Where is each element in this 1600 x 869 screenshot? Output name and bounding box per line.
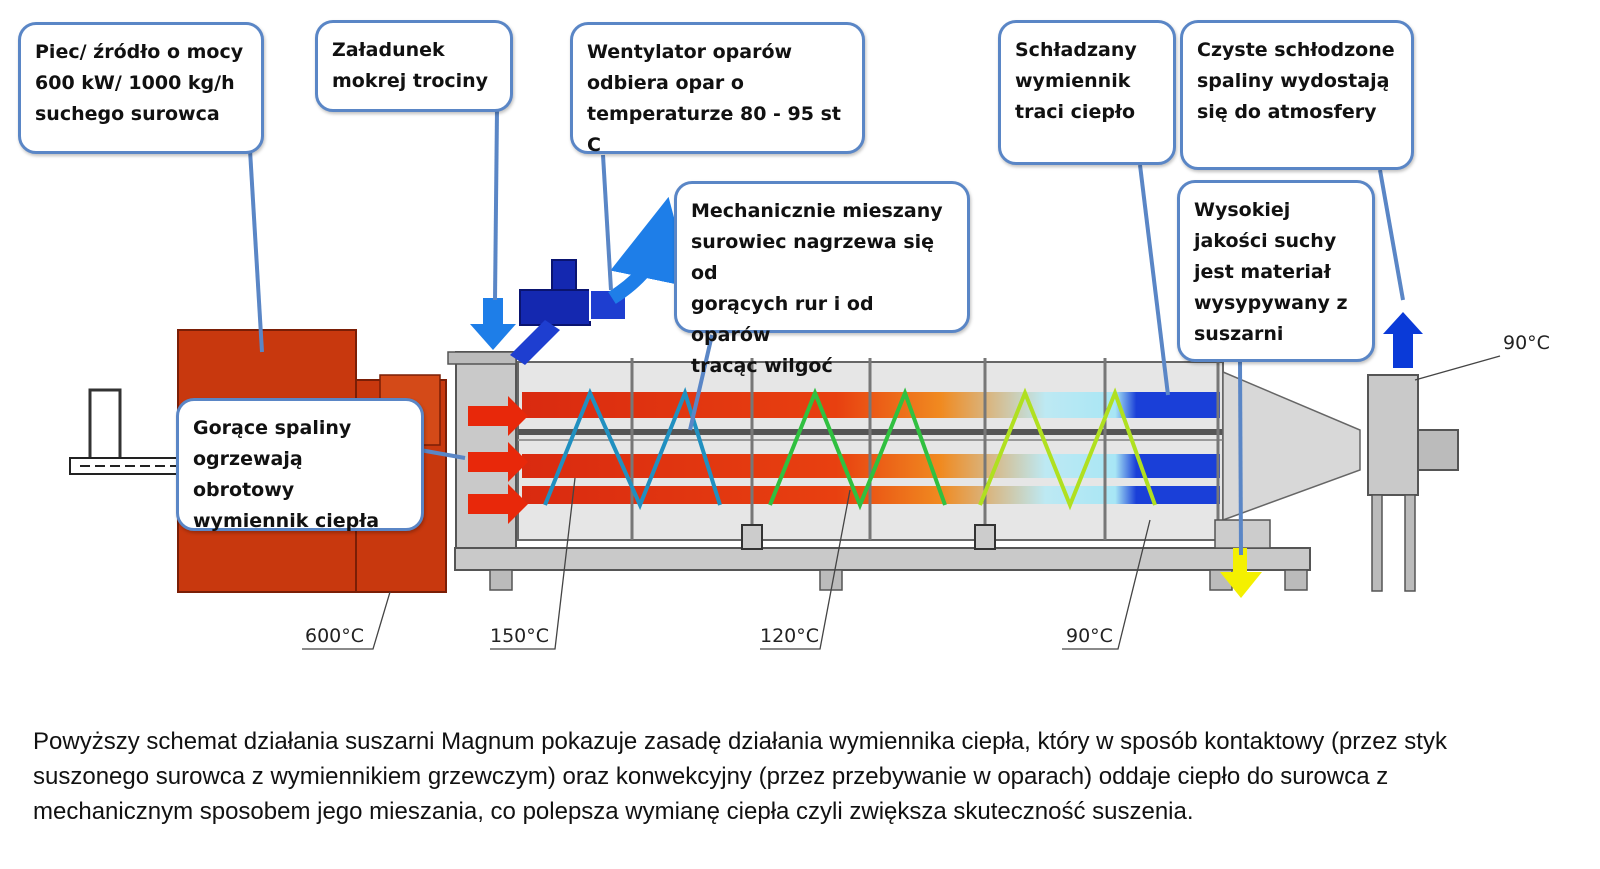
rotary-drum xyxy=(517,358,1224,550)
furnace-callout: Piec/ źródło o mocy 600 kW/ 1000 kg/h su… xyxy=(18,22,264,154)
dry-material-callout: Wysokiej jakości suchy jest materiał wys… xyxy=(1177,180,1375,362)
temp-label-600: 600°C xyxy=(305,625,365,647)
clean-exhaust-arrow xyxy=(1383,312,1423,368)
cooled-exchanger-callout: Schładzany wymiennik traci ciepło xyxy=(998,20,1176,165)
base-frame xyxy=(454,547,1311,591)
exhaust-fan xyxy=(1367,374,1459,592)
temp-label-120: 120°C xyxy=(760,625,820,647)
vapour-fan xyxy=(510,196,693,365)
mixing-path xyxy=(543,387,1157,511)
callout-pointers xyxy=(248,109,1405,556)
temp-label-90-bottom: 90°C xyxy=(1066,625,1113,647)
loading-arrow xyxy=(470,298,516,350)
outlet-cone xyxy=(1214,370,1361,549)
temperature-leaders xyxy=(302,355,1501,650)
clean-exhaust-callout: Czyste schłodzone spaliny wydostają się … xyxy=(1180,20,1414,170)
loading-callout: Załadunek mokrej trociny xyxy=(315,20,513,112)
dry-material-arrow xyxy=(1220,548,1262,598)
feed-screw xyxy=(69,388,191,475)
inlet-housing xyxy=(447,351,517,549)
hot-gases-callout: Gorące spaliny ogrzewają obrotowy wymien… xyxy=(176,398,424,532)
temp-label-90-outlet: 90°C xyxy=(1503,332,1550,354)
caption-text: Powyższy schemat działania suszarni Magn… xyxy=(33,728,1447,825)
mixing-callout: Mechanicznie mieszany surowiec nagrzewa … xyxy=(674,181,970,377)
temp-label-150: 150°C xyxy=(490,625,550,647)
hot-gas-arrows xyxy=(468,396,528,524)
fan-callout: Wentylator oparów odbiera opar o tempera… xyxy=(570,22,865,156)
